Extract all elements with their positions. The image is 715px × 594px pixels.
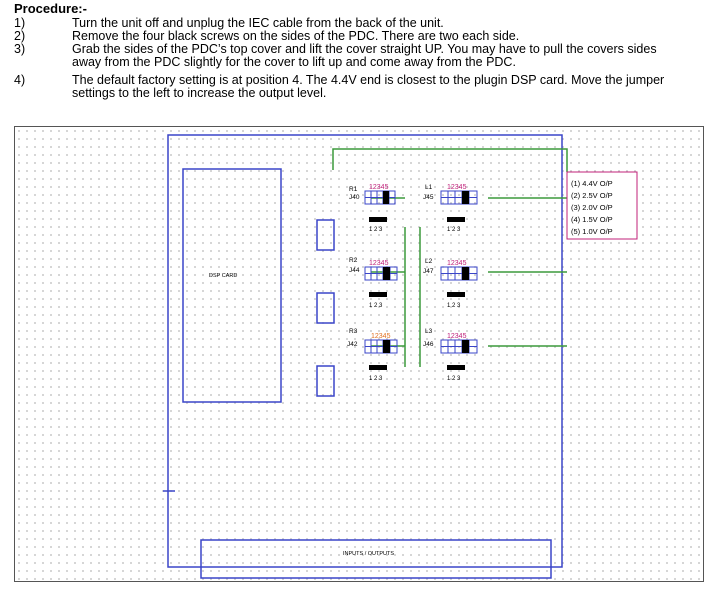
- positions-l1: 12345: [447, 184, 467, 191]
- jumper-group-r1: R1 J40 12345 1 2 3: [349, 184, 396, 233]
- step-number: 2): [14, 29, 26, 43]
- io-connector: [200, 539, 552, 579]
- step-text: Turn the unit off and unplug the IEC cab…: [72, 16, 444, 30]
- jumper-group-r2: R2 J44 12345 1 2 3: [349, 257, 398, 309]
- jumper-group-l3: L3 J46 12345 1 2 3: [423, 328, 478, 382]
- label-j42: J42: [347, 341, 358, 348]
- label-r1: R1: [349, 186, 358, 193]
- jumper-group-l1: L1 J45 12345 1 2 3: [423, 184, 478, 233]
- positions-l2: 12345: [447, 260, 467, 267]
- pins-l3: 1 2 3: [447, 376, 461, 382]
- positions-l3: 12345: [447, 333, 467, 340]
- label-l1: L1: [425, 184, 433, 191]
- green-traces: [332, 148, 568, 367]
- legend-item: (5) 1.0V O/P: [571, 227, 613, 236]
- jumper-group-r3: R3 J42 12345 1 2 3: [347, 328, 398, 382]
- step-text: away from the PDC slightly for the cover…: [72, 55, 516, 69]
- label-r3: R3: [349, 328, 358, 335]
- legend-item: (2) 2.5V O/P: [571, 191, 613, 200]
- pins-r2: 1 2 3: [369, 303, 383, 309]
- label-j45: J45: [423, 194, 434, 201]
- pins-r1: 1 2 3: [369, 227, 383, 233]
- pdc-board-diagram: DSP CARD INPUTS / OUTPUTS R1 J40 12345 1…: [14, 126, 704, 582]
- step-number: 1): [14, 16, 26, 30]
- connector-square: [316, 292, 335, 324]
- pins-l2: 1 2 3: [447, 303, 461, 309]
- label-j46: J46: [423, 341, 434, 348]
- label-j47: J47: [423, 268, 434, 275]
- label-j40: J40: [349, 194, 360, 201]
- legend-item: (1) 4.4V O/P: [571, 179, 613, 188]
- jumper-group-l2: L2 J47 12345 1 2 3: [423, 258, 478, 309]
- dsp-card-label: DSP CARD: [209, 273, 237, 279]
- connector-square: [316, 219, 335, 251]
- label-l2: L2: [425, 258, 433, 265]
- pins-l1: 1 2 3: [447, 227, 461, 233]
- dsp-card: [182, 168, 282, 403]
- positions-r2: 12345: [369, 260, 389, 267]
- positions-r1: 12345: [369, 184, 389, 191]
- legend-item: (4) 1.5V O/P: [571, 215, 613, 224]
- pins-r3: 1 2 3: [369, 376, 383, 382]
- step-number: 3): [14, 42, 26, 56]
- step-number: 4): [14, 73, 26, 87]
- step-text: The default factory setting is at positi…: [72, 73, 665, 87]
- label-l3: L3: [425, 328, 433, 335]
- connector-square: [316, 365, 335, 397]
- label-r2: R2: [349, 257, 358, 264]
- label-j44: J44: [349, 267, 360, 274]
- legend-item: (3) 2.0V O/P: [571, 203, 613, 212]
- procedure-heading: Procedure:-: [14, 1, 87, 16]
- step-text: Grab the sides of the PDC’s top cover an…: [72, 42, 657, 56]
- pdc-board-outline: [167, 134, 563, 568]
- positions-r3: 12345: [371, 333, 391, 340]
- step-text: Remove the four black screws on the side…: [72, 29, 520, 43]
- step-text: settings to the left to increase the out…: [72, 86, 327, 100]
- board-svg: DSP CARD INPUTS / OUTPUTS R1 J40 12345 1…: [163, 134, 638, 579]
- io-label: INPUTS / OUTPUTS: [343, 551, 394, 557]
- output-level-legend: (1) 4.4V O/P (2) 2.5V O/P (3) 2.0V O/P (…: [566, 171, 638, 240]
